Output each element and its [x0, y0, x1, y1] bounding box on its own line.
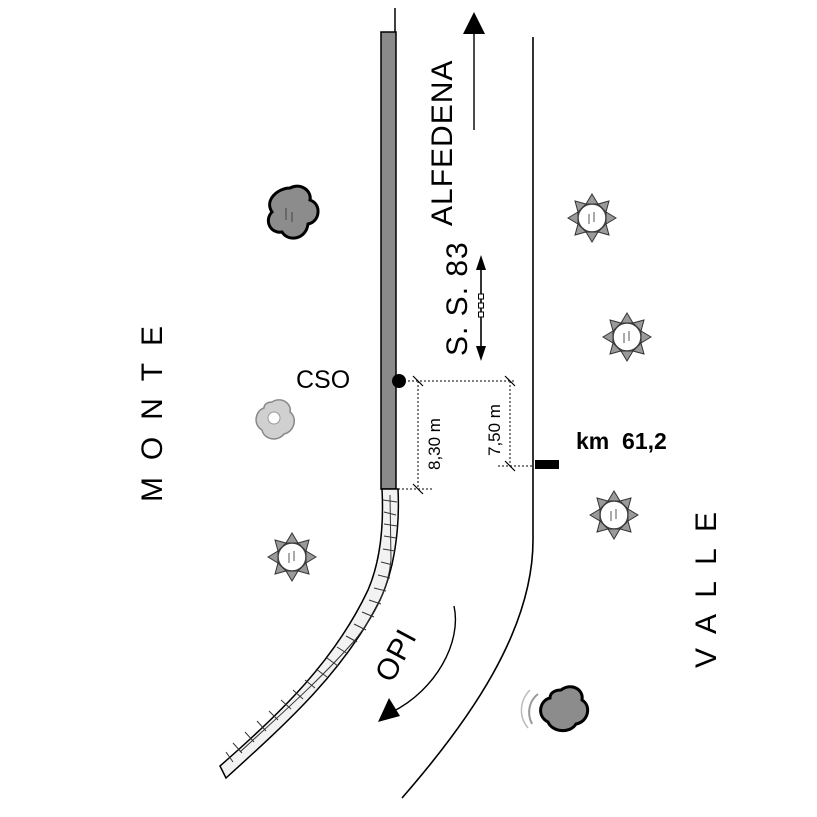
shrub-icon	[255, 399, 295, 440]
shrub-icon	[266, 184, 320, 240]
distance-total-label: 8,30 m	[425, 418, 444, 470]
road-direction-arrow	[476, 255, 486, 361]
retaining-wall	[380, 31, 397, 490]
distance-carriageway-label: 7,50 m	[485, 404, 504, 456]
stone-wall-icon	[219, 488, 400, 780]
shrub-icon	[520, 685, 590, 732]
road-right-edge	[401, 37, 534, 799]
shrub-icon	[589, 490, 639, 540]
road-label: S. S. 83	[441, 241, 474, 356]
upslope-side-label: MONTE	[136, 326, 169, 502]
direction-label-south: OPI	[369, 624, 424, 688]
downslope-side-label: VALLE	[690, 512, 723, 668]
km-marker	[535, 460, 559, 469]
dot-icon	[392, 374, 406, 388]
km-label: km 61,2	[576, 428, 667, 454]
shrub-icon	[602, 312, 652, 362]
road-edges	[394, 8, 534, 799]
arrow-icon-opi	[378, 605, 457, 722]
dimension-lines	[398, 375, 533, 495]
station-label: CSO	[296, 366, 350, 394]
shrub-icon	[567, 193, 617, 243]
arrow-icon	[463, 12, 485, 130]
direction-label-north: ALFEDENA	[426, 60, 459, 226]
shrub-icon	[267, 532, 317, 582]
